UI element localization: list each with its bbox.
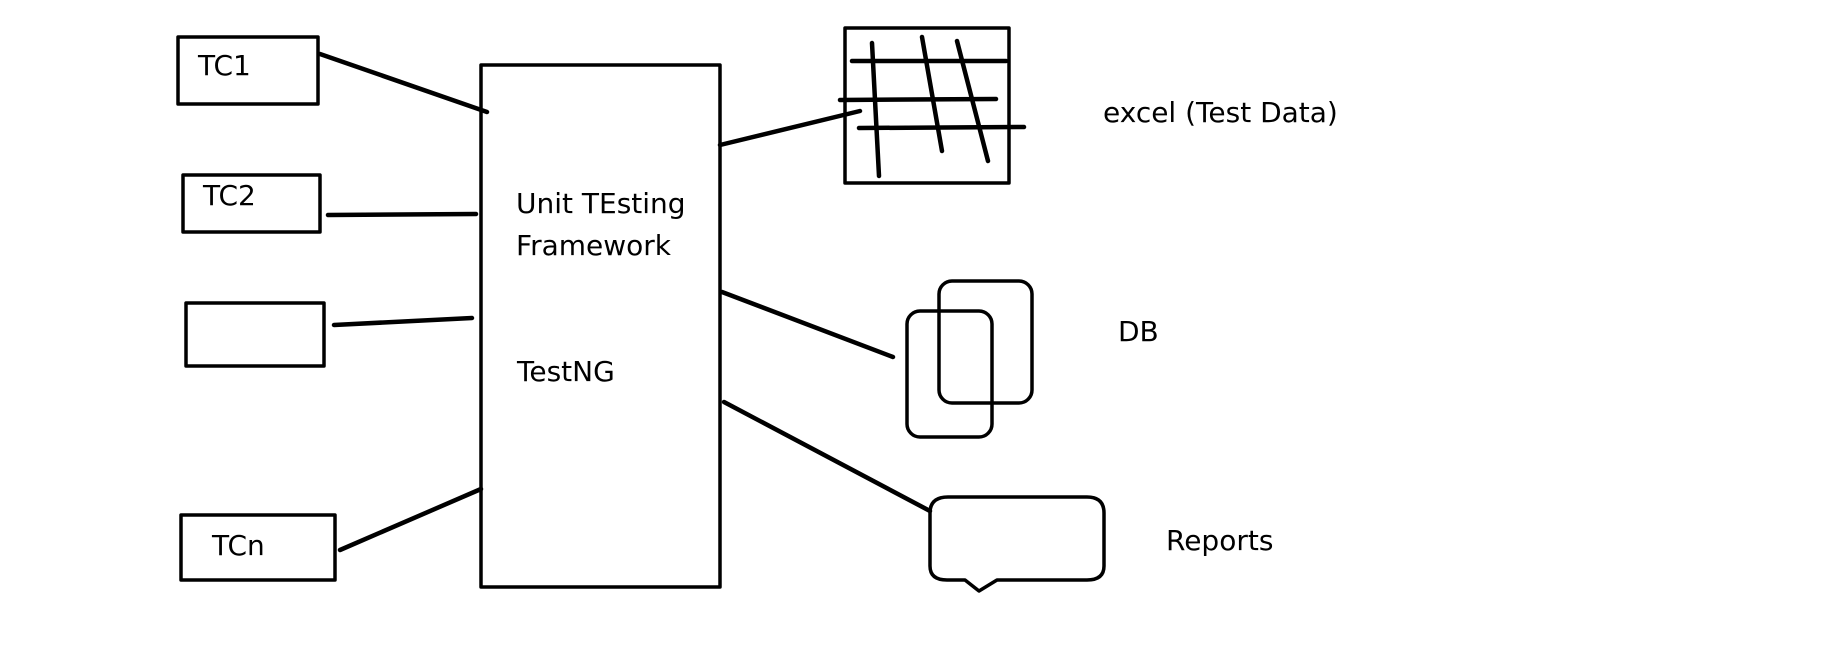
test-case-label-tc2: TC2 <box>202 179 256 212</box>
test-case-box-tc1 <box>176 35 320 106</box>
framework-title-line1: Unit TEsting <box>516 187 686 220</box>
connector-tcn-framework <box>337 486 484 553</box>
framework-name: TestNG <box>516 355 615 388</box>
test-case-label-tc1: TC1 <box>197 49 251 82</box>
spreadsheet-icon <box>837 26 1027 185</box>
db-label: DB <box>1118 315 1159 348</box>
test-case-box-tc2 <box>181 173 322 234</box>
connector-tc1-framework <box>317 51 490 115</box>
test-case-box-blank <box>184 301 326 368</box>
test-case-box-tcn <box>179 513 337 582</box>
connector-blank-framework <box>331 315 475 328</box>
connector-framework-reports <box>721 399 933 514</box>
connector-framework-excel <box>717 108 863 148</box>
connector-tc2-framework <box>325 211 479 218</box>
framework-title-line2: Framework <box>516 229 672 262</box>
test-case-label-tcn: TCn <box>211 529 265 562</box>
connector-framework-db <box>719 289 896 360</box>
excel-label: excel (Test Data) <box>1103 96 1338 129</box>
framework-box <box>479 63 722 589</box>
reports-label: Reports <box>1166 524 1273 557</box>
report-bubble-icon <box>928 495 1106 593</box>
database-icon <box>905 279 1034 439</box>
